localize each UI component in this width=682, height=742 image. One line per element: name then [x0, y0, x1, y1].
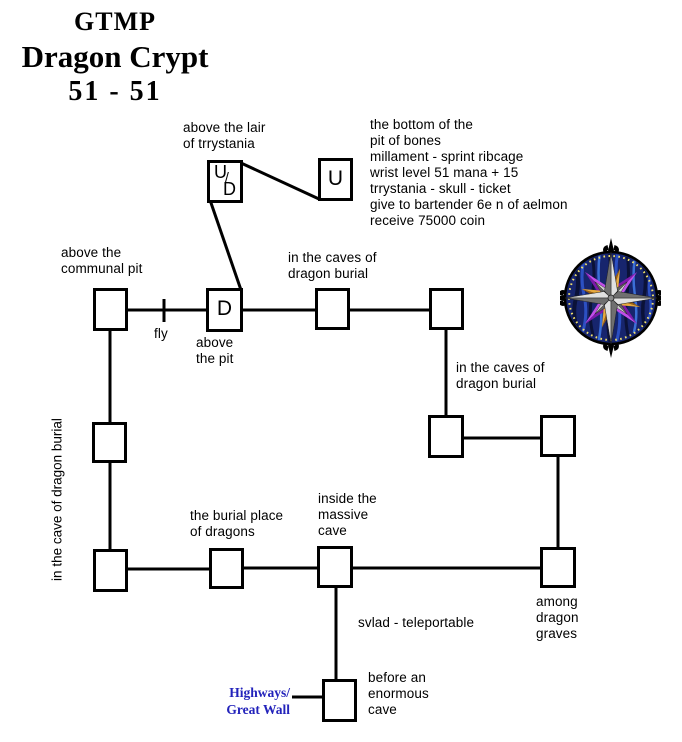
label-among-dragon-graves: among dragon graves	[536, 594, 579, 641]
room-above-communal-pit	[93, 288, 128, 331]
room-exit-up-label: U	[327, 166, 344, 190]
room-burial-place-of-dragons	[209, 548, 244, 589]
room-bottom-of-pit-of-bones: U	[318, 158, 353, 201]
room-caves-of-dragon-burial-1	[315, 288, 350, 330]
room-inside-massive-cave	[317, 546, 353, 588]
label-above-communal-pit: above the communal pit	[61, 245, 143, 276]
label-cave-of-dragon-burial-rotated: in the cave of dragon burial	[49, 418, 65, 581]
room-exit-slash: /	[225, 169, 229, 185]
label-inside-massive-cave: inside the massive cave	[318, 491, 377, 538]
map-title-line3: 51 - 51	[68, 76, 162, 107]
room-among-dragon-graves	[540, 547, 576, 588]
room-exit-down-label: D	[216, 297, 233, 320]
label-svlad-teleportable: svlad - teleportable	[358, 615, 475, 630]
room-cave-of-dragon-burial-upper	[92, 422, 127, 463]
label-above-lair-of-trrystania: above the lair of trrystania	[183, 120, 266, 151]
room-caves-of-dragon-burial-2	[429, 288, 464, 330]
link-highways-great-wall: Highways/ Great Wall	[226, 685, 290, 717]
label-fly: fly	[154, 326, 168, 341]
map-title: GTMP Dragon Crypt 51 - 51	[2, 6, 228, 108]
label-burial-place-of-dragons: the burial place of dragons	[190, 508, 284, 539]
room-cave-of-dragon-burial-lower	[93, 549, 128, 592]
room-exit-up-label: U	[214, 162, 227, 182]
map-title-line2: Dragon Crypt	[21, 39, 209, 74]
label-before-enormous-cave: before an enormous cave	[368, 670, 429, 717]
room-caves-of-dragon-burial-3	[428, 415, 464, 458]
label-above-the-pit: above the pit	[196, 335, 234, 366]
label-caves-of-dragon-burial-1: in the caves of dragon burial	[288, 250, 377, 281]
room-above-lair-of-trrystania: U / D	[207, 160, 243, 203]
notes-text: the bottom of the pit of bones millament…	[370, 117, 568, 228]
room-exit-down-label: D	[223, 179, 236, 199]
room-above-the-pit: D	[206, 288, 243, 332]
label-caves-of-dragon-burial-2: in the caves of dragon burial	[456, 360, 545, 391]
compass-rose-icon	[560, 238, 661, 358]
room-right-column	[540, 415, 576, 457]
map-title-line1: GTMP	[74, 7, 156, 36]
room-before-enormous-cave	[322, 679, 357, 722]
